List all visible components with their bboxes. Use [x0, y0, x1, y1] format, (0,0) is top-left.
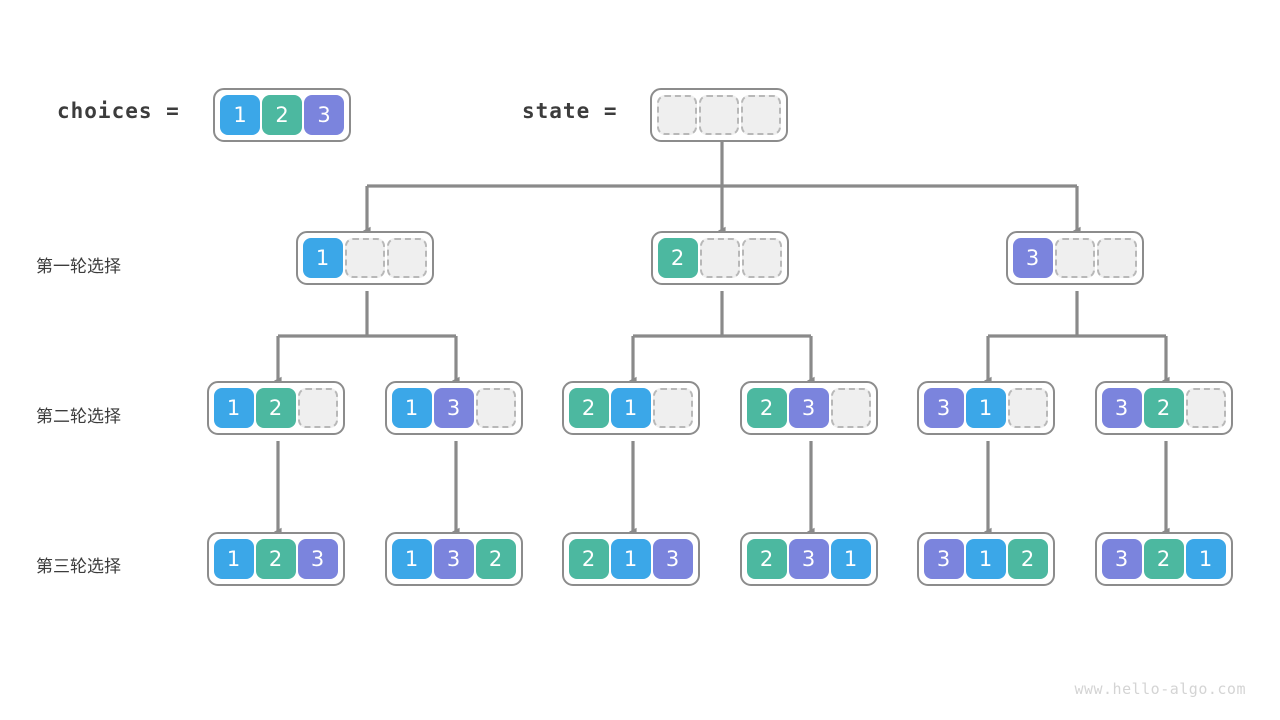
- node-cell-1: 1: [213, 539, 254, 579]
- node-cell-1: 1: [610, 388, 651, 428]
- node-cell-2: 2: [255, 539, 296, 579]
- node-cell-1: 1: [213, 388, 254, 428]
- node-cell-3: 3: [652, 539, 693, 579]
- row-label-round-3: 第三轮选择: [36, 557, 121, 577]
- node-cell-3: 3: [433, 539, 474, 579]
- node-cell-1: 1: [1185, 539, 1226, 579]
- node-cell-empty: [386, 238, 427, 278]
- node-cell-2: 2: [475, 539, 516, 579]
- node-cell-1: 1: [965, 539, 1006, 579]
- node-cell-1: 1: [391, 388, 432, 428]
- node-cell-empty: [1185, 388, 1226, 428]
- state-node-round-1-1: 1: [295, 231, 434, 285]
- choices-cell-2: 2: [262, 95, 302, 135]
- state-cell-empty: [657, 95, 697, 135]
- node-cell-3: 3: [788, 388, 829, 428]
- node-cell-empty: [1054, 238, 1095, 278]
- node-cell-2: 2: [568, 388, 609, 428]
- choices-cell-3: 3: [304, 95, 344, 135]
- watermark: www.hello-algo.com: [1074, 680, 1246, 698]
- node-cell-2: 2: [746, 539, 787, 579]
- node-cell-2: 2: [255, 388, 296, 428]
- node-cell-empty: [741, 238, 782, 278]
- state-node-round-1-3: 3: [1005, 231, 1144, 285]
- node-cell-empty: [830, 388, 871, 428]
- node-cell-2: 2: [657, 238, 698, 278]
- node-cell-1: 1: [391, 539, 432, 579]
- node-cell-2: 2: [1143, 539, 1184, 579]
- node-cell-1: 1: [302, 238, 343, 278]
- row-label-round-1: 第一轮选择: [36, 257, 121, 277]
- node-cell-3: 3: [923, 388, 964, 428]
- node-cell-1: 1: [610, 539, 651, 579]
- node-cell-empty: [1007, 388, 1048, 428]
- node-cell-empty: [652, 388, 693, 428]
- node-cell-2: 2: [1143, 388, 1184, 428]
- node-cell-3: 3: [1012, 238, 1053, 278]
- state-label: state =: [522, 99, 618, 123]
- node-cell-empty: [1096, 238, 1137, 278]
- row-label-round-2: 第二轮选择: [36, 407, 121, 427]
- state-cell-empty: [741, 95, 781, 135]
- state-node-round-1-2: 2: [650, 231, 789, 285]
- node-cell-1: 1: [965, 388, 1006, 428]
- node-cell-1: 1: [830, 539, 871, 579]
- choices-cell-1: 1: [220, 95, 260, 135]
- node-cell-3: 3: [1101, 388, 1142, 428]
- node-cell-empty: [699, 238, 740, 278]
- state-array: [650, 88, 788, 142]
- node-cell-empty: [297, 388, 338, 428]
- node-cell-empty: [344, 238, 385, 278]
- node-cell-2: 2: [746, 388, 787, 428]
- node-cell-empty: [475, 388, 516, 428]
- node-cell-2: 2: [1007, 539, 1048, 579]
- node-cell-3: 3: [297, 539, 338, 579]
- node-cell-3: 3: [1101, 539, 1142, 579]
- node-cell-3: 3: [433, 388, 474, 428]
- state-cell-empty: [699, 95, 739, 135]
- choices-label: choices =: [57, 99, 180, 123]
- node-cell-3: 3: [788, 539, 829, 579]
- node-cell-3: 3: [923, 539, 964, 579]
- node-cell-2: 2: [568, 539, 609, 579]
